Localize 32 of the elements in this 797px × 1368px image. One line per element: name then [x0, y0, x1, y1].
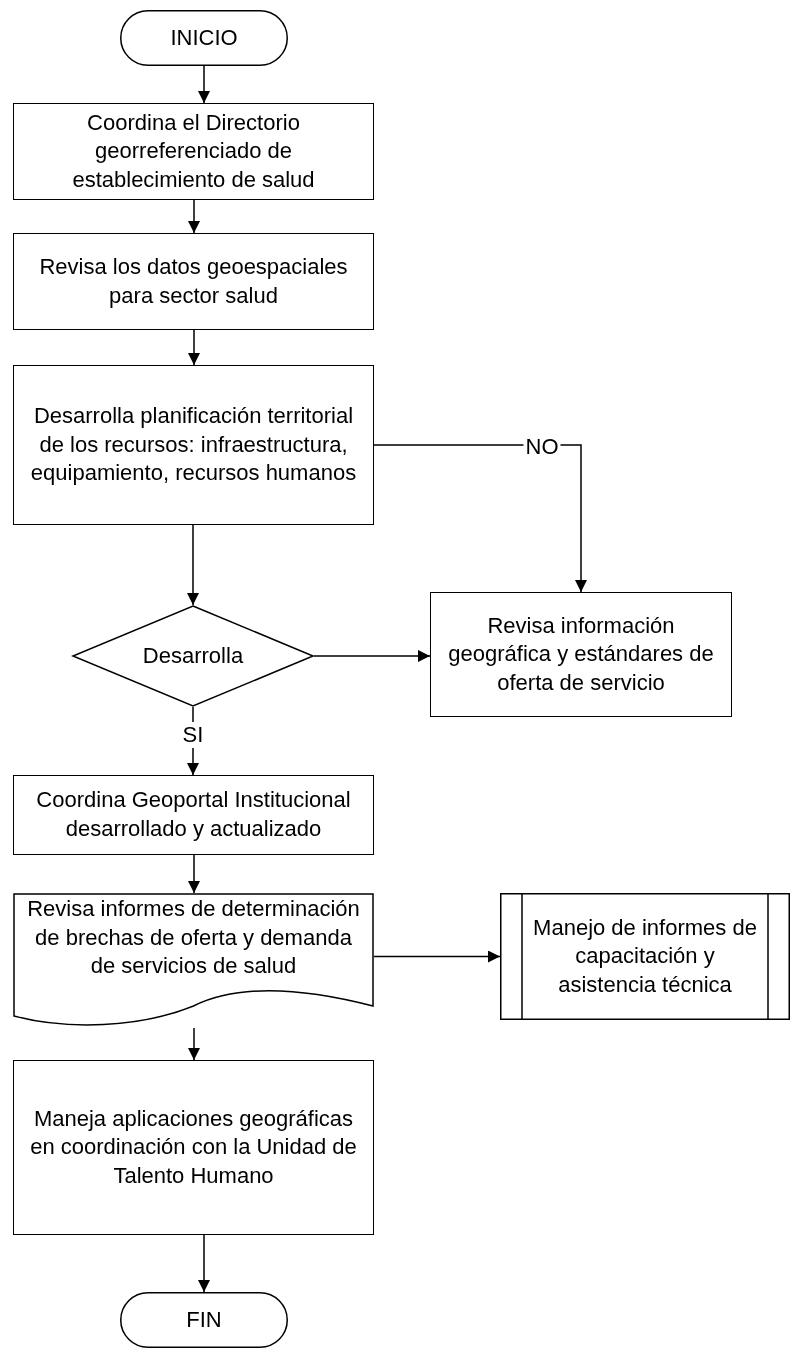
- subprocess-box: [500, 893, 790, 1020]
- process-box: [13, 103, 374, 200]
- process-box: [13, 233, 374, 330]
- node-text: Desarrolla planificación territorial de los recursos: infraestructura, equipamiento, recursos humanos: [29, 402, 358, 488]
- arrow: [373, 950, 501, 963]
- node-text: Coordina el Directorio georreferenciado de establecimiento de salud: [71, 108, 316, 194]
- arrow: [313, 650, 431, 662]
- process-box: [13, 775, 374, 855]
- node-text: Manejo de informes de capacitación y asistencia técnica: [532, 913, 758, 999]
- node-text: Revisa informes de determinación de brechas de oferta y demanda de servicios de salud: [26, 895, 361, 981]
- process-box: [13, 365, 374, 525]
- node-text: INICIO: [170, 23, 238, 52]
- node-text: Revisa los datos geoespaciales para sector salud: [38, 252, 349, 310]
- arrow: [188, 854, 200, 894]
- node-text: FIN: [186, 1305, 222, 1334]
- arrow: [188, 1027, 200, 1061]
- terminator-shape: [120, 1292, 288, 1348]
- node-text: Desarrolla: [142, 641, 244, 670]
- arrow: [198, 1234, 210, 1293]
- decision-diamond: [72, 605, 314, 707]
- arrow: [187, 524, 199, 606]
- document-shape: [13, 893, 374, 1028]
- node-text: Maneja aplicaciones geográficas en coordinación con la Unidad de Talento Humano: [29, 1104, 358, 1190]
- node-text: Revisa información geográfica y estándares de oferta de servicio: [447, 611, 715, 697]
- arrow: [188, 329, 200, 366]
- process-box: [430, 592, 732, 717]
- arrow: [373, 444, 587, 593]
- node-text: Coordina Geoportal Institucional desarrollado y actualizado: [35, 786, 352, 843]
- arrow: [198, 65, 210, 104]
- process-box: [13, 1060, 374, 1235]
- arrow: [188, 199, 200, 234]
- terminator-shape: [120, 10, 288, 66]
